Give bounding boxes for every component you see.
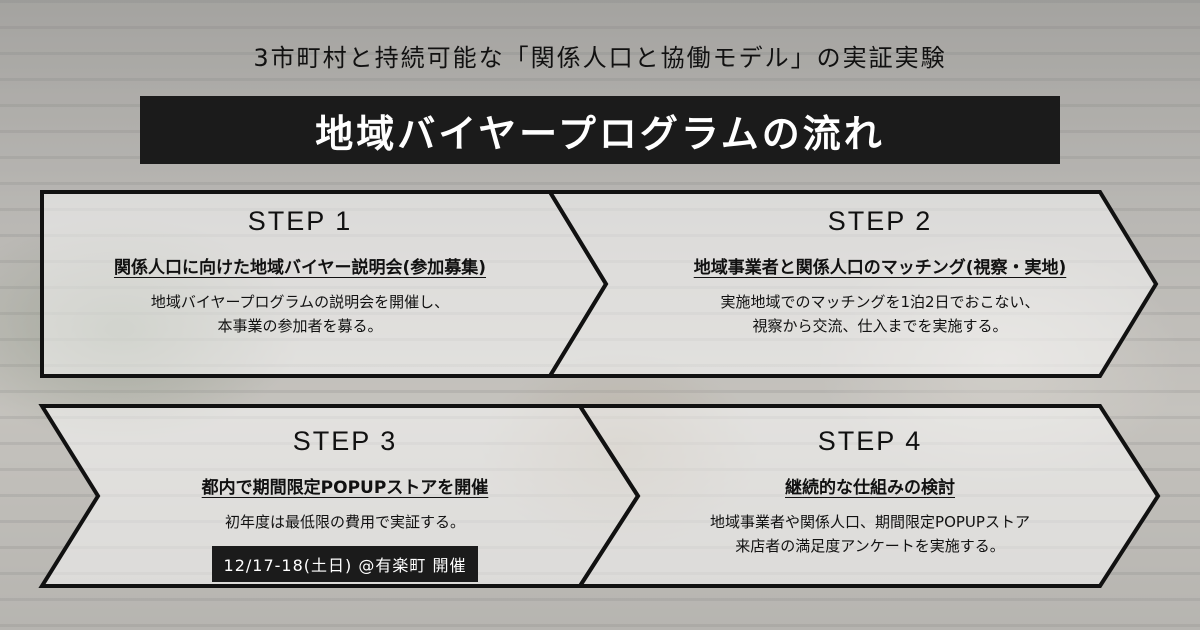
step-2-heading: 地域事業者と関係人口のマッチング(視察・実地) <box>630 253 1130 278</box>
step-2-label: STEP 2 <box>630 206 1130 237</box>
step-4-desc-line: 地域事業者や関係人口、期間限定POPUPストア <box>640 510 1100 534</box>
step-1: STEP 1 関係人口に向けた地域バイヤー説明会(参加募集) 地域バイヤープログ… <box>60 206 540 338</box>
step-3-heading: 都内で期間限定POPUPストアを開催 <box>110 473 580 498</box>
step-4-desc-line: 来店者の満足度アンケートを実施する。 <box>640 534 1100 558</box>
step-3-label: STEP 3 <box>110 426 580 457</box>
step-4-label: STEP 4 <box>640 426 1100 457</box>
step-3: STEP 3 都内で期間限定POPUPストアを開催 初年度は最低限の費用で実証す… <box>110 426 580 582</box>
step-2-description: 実施地域でのマッチングを1泊2日でおこない、 視察から交流、仕入までを実施する。 <box>630 290 1130 338</box>
step-4-description: 地域事業者や関係人口、期間限定POPUPストア 来店者の満足度アンケートを実施す… <box>640 510 1100 558</box>
step-2: STEP 2 地域事業者と関係人口のマッチング(視察・実地) 実施地域でのマッチ… <box>630 206 1130 338</box>
step-1-desc-line: 地域バイヤープログラムの説明会を開催し、 <box>60 290 540 314</box>
step-3-desc-line: 初年度は最低限の費用で実証する。 <box>110 510 580 534</box>
step-3-description: 初年度は最低限の費用で実証する。 <box>110 510 580 534</box>
step-4-heading: 継続的な仕組みの検討 <box>640 473 1100 498</box>
step-2-desc-line: 視察から交流、仕入までを実施する。 <box>630 314 1130 338</box>
step-4: STEP 4 継続的な仕組みの検討 地域事業者や関係人口、期間限定POPUPスト… <box>640 426 1100 558</box>
step-1-heading: 関係人口に向けた地域バイヤー説明会(参加募集) <box>60 253 540 278</box>
step-2-desc-line: 実施地域でのマッチングを1泊2日でおこない、 <box>630 290 1130 314</box>
step-1-description: 地域バイヤープログラムの説明会を開催し、 本事業の参加者を募る。 <box>60 290 540 338</box>
step-1-desc-line: 本事業の参加者を募る。 <box>60 314 540 338</box>
event-date-badge: 12/17-18(土日) @有楽町 開催 <box>212 546 479 582</box>
step-1-label: STEP 1 <box>60 206 540 237</box>
